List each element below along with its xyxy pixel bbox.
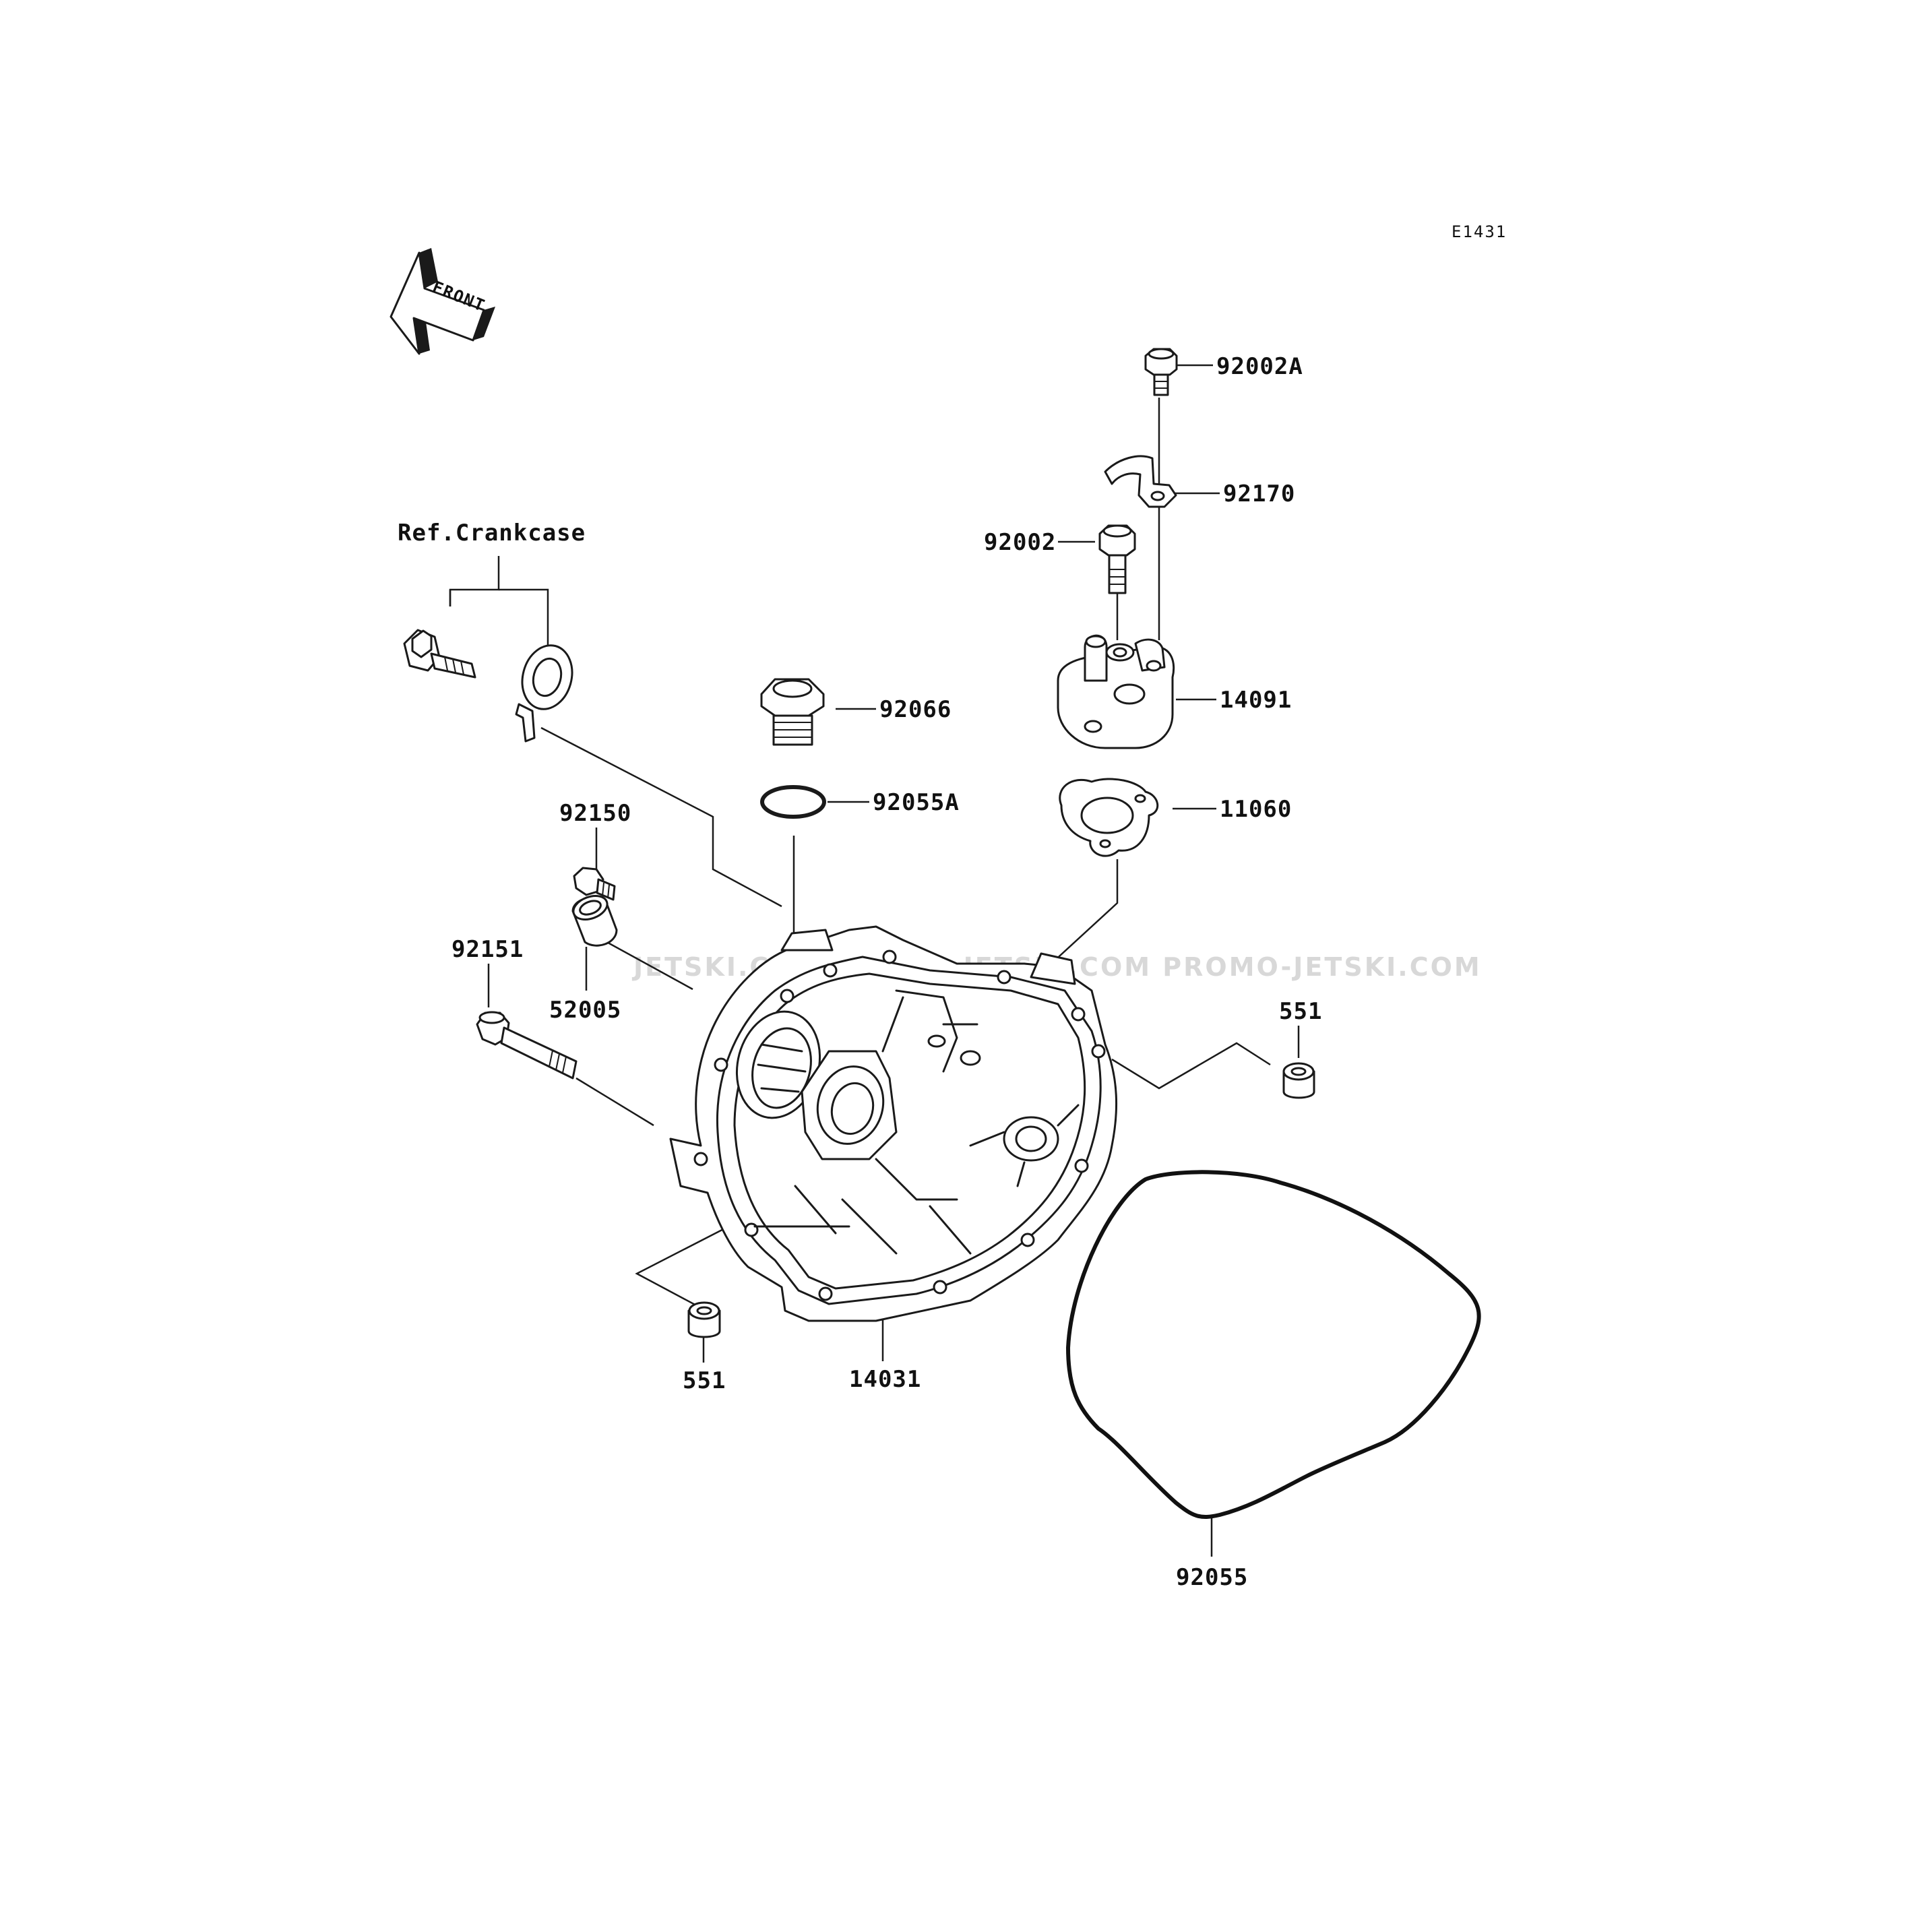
- callout-11060: 11060: [1220, 796, 1292, 823]
- leader-lines: [449, 364, 1300, 1557]
- o-ring-small: [760, 785, 826, 819]
- callout-92170: 92170: [1223, 480, 1295, 507]
- dowel-pin-left: [687, 1301, 721, 1338]
- callout-92066: 92066: [879, 696, 952, 723]
- callout-92002a: 92002A: [1216, 353, 1303, 380]
- bolt-92150: [573, 867, 616, 901]
- bolt-92002a: [1144, 348, 1178, 396]
- callout-labels: Ref.Crankcase 92002A 92170 92002 14091 9…: [398, 353, 1322, 1591]
- callout-14091: 14091: [1220, 687, 1292, 714]
- callout-92055a: 92055A: [873, 789, 960, 816]
- engine-cover: [669, 925, 1118, 1322]
- crankcase-ring: [515, 644, 573, 743]
- callout-92002: 92002: [984, 529, 1056, 556]
- front-arrow: FRONT: [389, 248, 495, 355]
- callout-551-right: 551: [1279, 998, 1322, 1025]
- callout-92151: 92151: [451, 936, 524, 963]
- callout-14031: 14031: [849, 1366, 921, 1393]
- ref-crankcase-label: Ref.Crankcase: [398, 520, 586, 547]
- breather-gasket: [1059, 778, 1159, 857]
- bolt-92002: [1098, 524, 1136, 594]
- cover-gasket-large: [1066, 1170, 1481, 1519]
- bolt-92151: [476, 1011, 578, 1080]
- diagram-code: E1431: [1452, 222, 1507, 241]
- crankcase-bolt: [403, 629, 476, 679]
- dowel-pin-right: [1282, 1062, 1315, 1099]
- clamp-92170: [1104, 455, 1177, 508]
- breather-housing: [1057, 634, 1175, 749]
- oil-filler-plug: [760, 678, 825, 746]
- callout-551-left: 551: [683, 1367, 726, 1394]
- bushing-52005: [571, 895, 618, 947]
- callout-92150: 92150: [559, 800, 631, 827]
- callout-52005: 52005: [549, 997, 621, 1024]
- callout-92055: 92055: [1176, 1564, 1248, 1591]
